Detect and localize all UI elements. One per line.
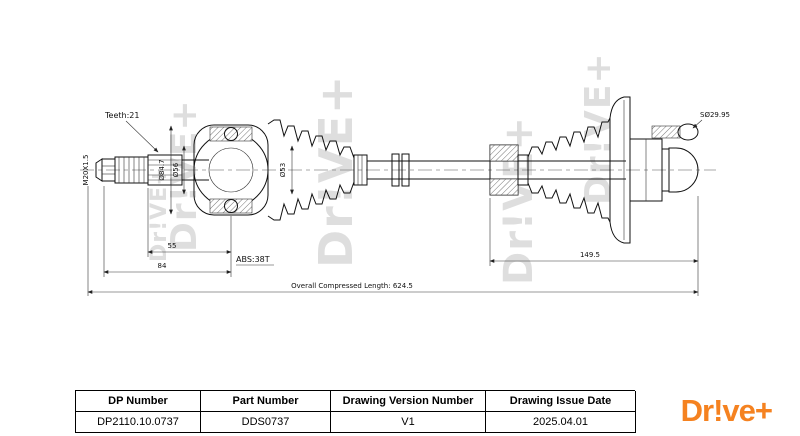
sphere-dia-label: SØ29.95 (700, 111, 730, 119)
drawing-version-header: Drawing Version Number (331, 391, 486, 412)
part-number-header: Part Number (201, 391, 331, 412)
watermark-text: Dr!VE+ (309, 75, 363, 268)
drawing-version-value: V1 (331, 412, 486, 433)
watermark-text: Dr!VE+ (578, 52, 619, 205)
dim-149-5-label: 149.5 (580, 251, 600, 259)
dim-overall-label: Overall Compressed Length: 624.5 (291, 282, 413, 290)
dim-84-label: 84 (158, 262, 167, 270)
watermark-layer: Dr!VE+ Dr!VE+ Dr!VE+ Dr!VE+ Dr!VE+ (147, 52, 619, 285)
teeth-leader-line (125, 120, 159, 153)
part-number-value: DDS0737 (201, 412, 331, 433)
technical-drawing: Dr!VE+ Dr!VE+ Dr!VE+ Dr!VE+ Dr!VE+ M20X1… (80, 52, 730, 296)
spline-section (147, 154, 183, 186)
dia-56-label: Ø56 (172, 162, 180, 177)
abs-note-label: ABS:38T (236, 255, 270, 264)
title-block: DP Number Part Number Drawing Version Nu… (75, 390, 636, 433)
thread-end (95, 156, 149, 184)
dia-84-7-label: Ø84.7 (158, 159, 166, 180)
thread-label: M20X1.5 (82, 155, 90, 186)
dia-53-label: Ø53 (279, 163, 287, 177)
boot-left (267, 119, 368, 221)
dp-number-value: DP2110.10.0737 (76, 412, 201, 433)
issue-date-value: 2025.04.01 (486, 412, 636, 433)
watermark-text: Dr!VE+ (496, 116, 542, 285)
extension-lines (87, 186, 699, 296)
issue-date-header: Drawing Issue Date (486, 391, 636, 412)
abs-ring (489, 144, 519, 196)
boot-right (517, 117, 611, 223)
dim-55-label: 55 (168, 242, 177, 250)
dp-number-header: DP Number (76, 391, 201, 412)
brand-logo: Dr!ve+ (680, 393, 773, 428)
sphere-dia-leader-line (692, 119, 703, 129)
watermark-text: Dr!VE+ (147, 166, 172, 262)
cv-joint-left (182, 124, 269, 216)
teeth-label: Teeth:21 (104, 111, 139, 120)
cv-joint-right (609, 96, 699, 244)
